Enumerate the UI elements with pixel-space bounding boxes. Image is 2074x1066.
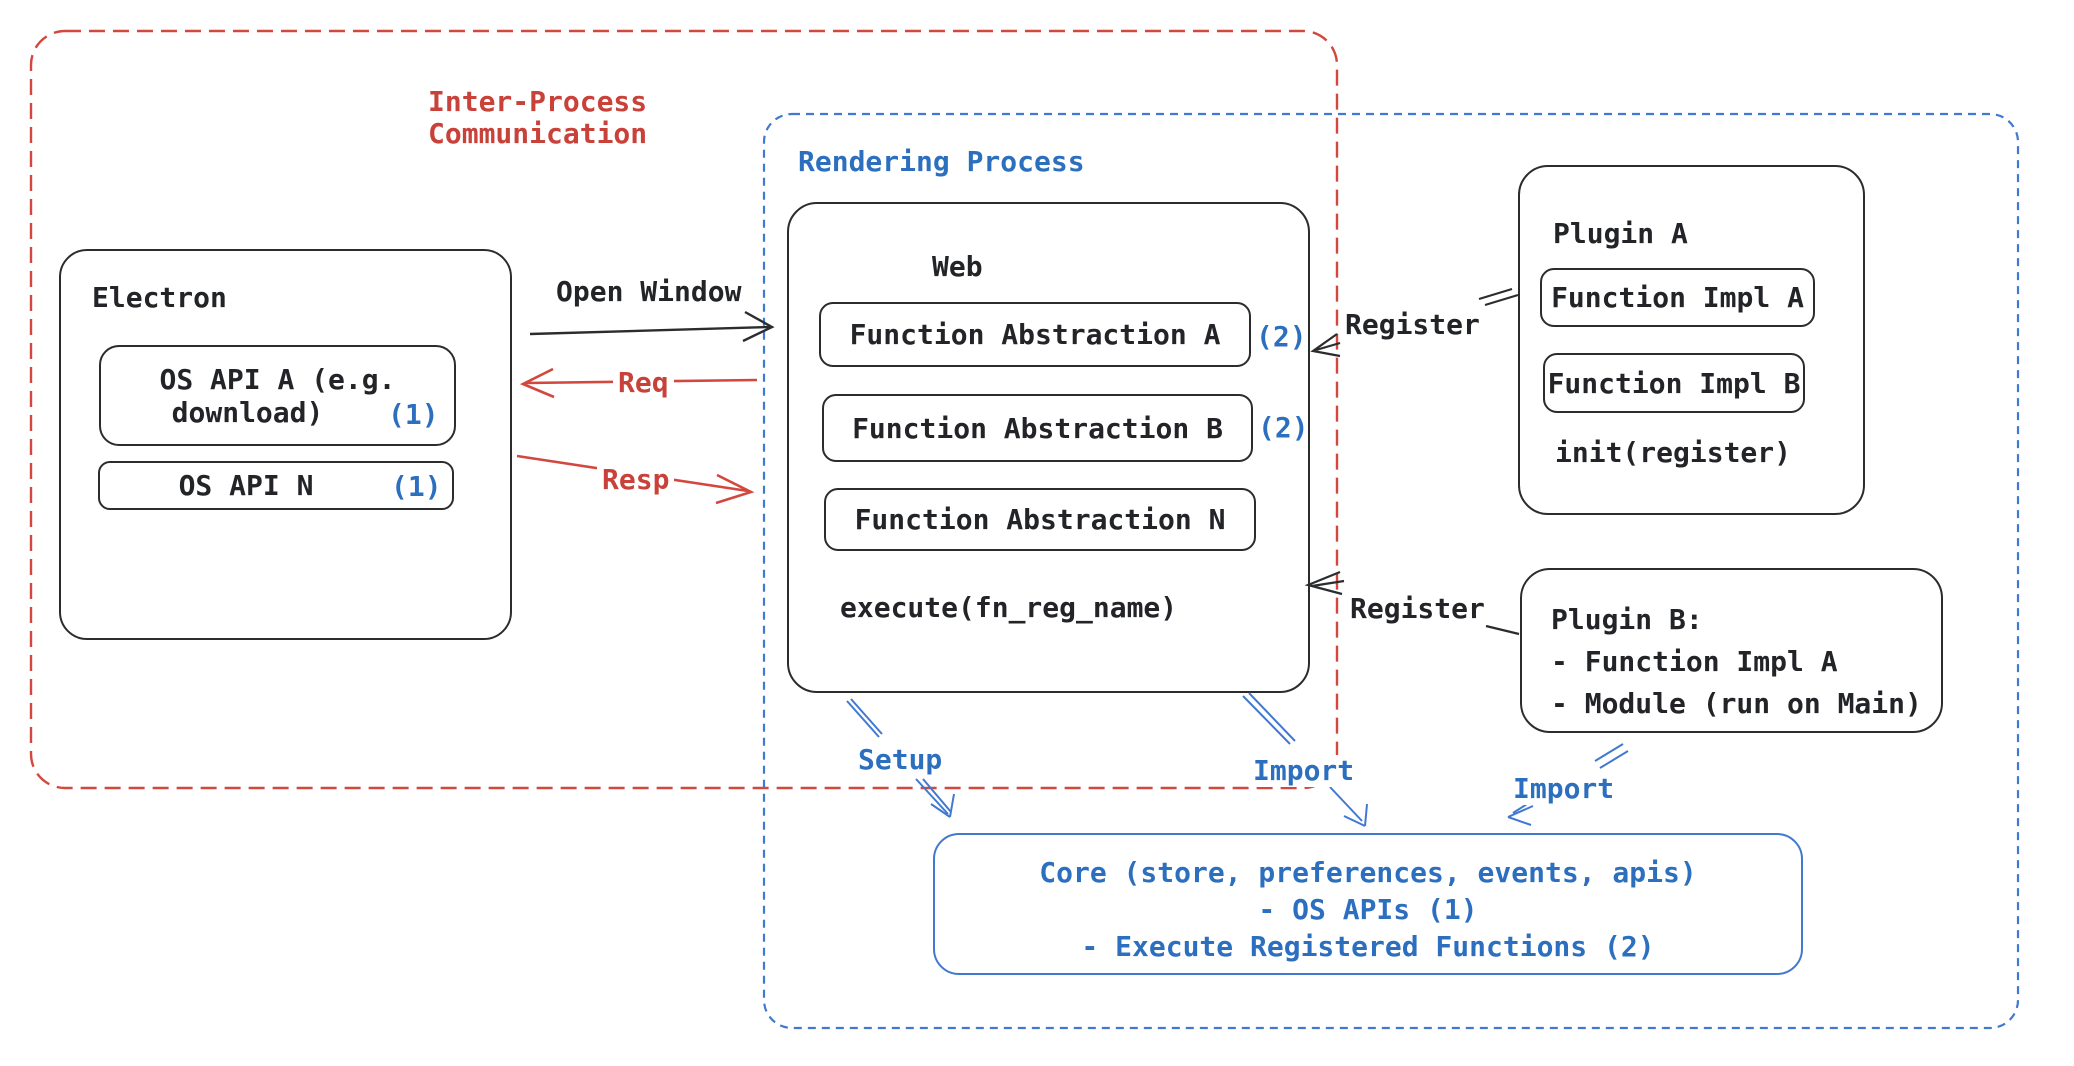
import-left-line-lower: [1329, 786, 1363, 822]
req-arrow-head: [519, 367, 555, 399]
import-right-label: Import: [1508, 773, 1620, 805]
import-left-label: Import: [1248, 755, 1360, 787]
open-window-arrow-shaft: [529, 325, 771, 336]
init-register-label: init(register): [1555, 436, 1792, 469]
os-api-n-badge: (1): [391, 470, 442, 503]
register-bottom-arrow-head2: [1311, 579, 1345, 588]
resp-arrow-head: [715, 473, 755, 505]
resp-label: Resp: [597, 464, 675, 496]
setup-arrow-head: [930, 793, 955, 818]
core-os-apis-line: - OS APIs (1): [1258, 893, 1478, 926]
setup-label: Setup: [853, 744, 948, 776]
function-abstraction-n-label: Function Abstraction N: [854, 503, 1226, 536]
rendering-process-label: Rendering Process: [798, 145, 1085, 178]
function-abstraction-b-box: Function Abstraction B: [822, 394, 1253, 462]
function-abstraction-a-badge: (2): [1256, 320, 1307, 353]
register-bottom-arrow-head: [1304, 570, 1343, 596]
function-impl-a-box: Function Impl A: [1540, 268, 1815, 327]
import-left-line-upper: [1242, 692, 1296, 745]
web-title: Web: [932, 250, 983, 283]
open-window-arrow-head: [742, 310, 775, 343]
open-window-label: Open Window: [556, 275, 742, 308]
function-impl-b-box: Function Impl B: [1543, 353, 1805, 413]
function-abstraction-a-box: Function Abstraction A: [819, 302, 1251, 367]
function-impl-b-label: Function Impl B: [1547, 366, 1801, 400]
os-api-a-label-line1: OS API A (e.g.: [159, 362, 396, 396]
function-abstraction-n-box: Function Abstraction N: [824, 488, 1256, 551]
register-top-tail-marks: [1478, 288, 1519, 306]
os-api-n-label: OS API N: [178, 469, 314, 502]
plugin-a-title: Plugin A: [1553, 217, 1688, 250]
import-left-arrow-head: [1343, 803, 1368, 827]
req-label: Req: [613, 367, 674, 399]
register-bottom-label: Register: [1345, 593, 1490, 625]
import-right-arrow-head: [1507, 805, 1534, 826]
core-text: Core (store, preferences, events, apis) …: [933, 854, 1803, 965]
setup-line-upper: [846, 698, 883, 738]
function-abstraction-a-label: Function Abstraction A: [849, 318, 1221, 351]
setup-line-lower: [915, 778, 952, 815]
function-impl-a-label: Function Impl A: [1551, 281, 1804, 314]
function-abstraction-b-label: Function Abstraction B: [852, 411, 1223, 445]
register-bottom-connector: [1485, 624, 1520, 636]
plugin-b-text: Plugin B: - Function Impl A - Module (ru…: [1551, 599, 1922, 725]
import-right-tail-marks: [1594, 743, 1629, 769]
plugin-b-item-function-impl-a: - Function Impl A: [1551, 645, 1838, 678]
os-api-a-badge: (1): [388, 398, 439, 431]
core-execute-line: - Execute Registered Functions (2): [1081, 930, 1655, 963]
plugin-b-title: Plugin B:: [1551, 603, 1703, 636]
function-abstraction-b-badge: (2): [1258, 411, 1309, 444]
electron-title: Electron: [92, 281, 227, 314]
register-top-arrow-head: [1310, 333, 1341, 358]
plugin-b-item-module: - Module (run on Main): [1551, 687, 1922, 720]
register-top-label: Register: [1340, 309, 1485, 341]
execute-label: execute(fn_reg_name): [840, 591, 1178, 624]
core-title-line: Core (store, preferences, events, apis): [1039, 856, 1697, 889]
ipc-group-label: Inter-Process Communication: [428, 85, 648, 150]
register-top-arrow-shaft: [1315, 341, 1341, 352]
os-api-a-label-line2: download): [171, 395, 324, 429]
